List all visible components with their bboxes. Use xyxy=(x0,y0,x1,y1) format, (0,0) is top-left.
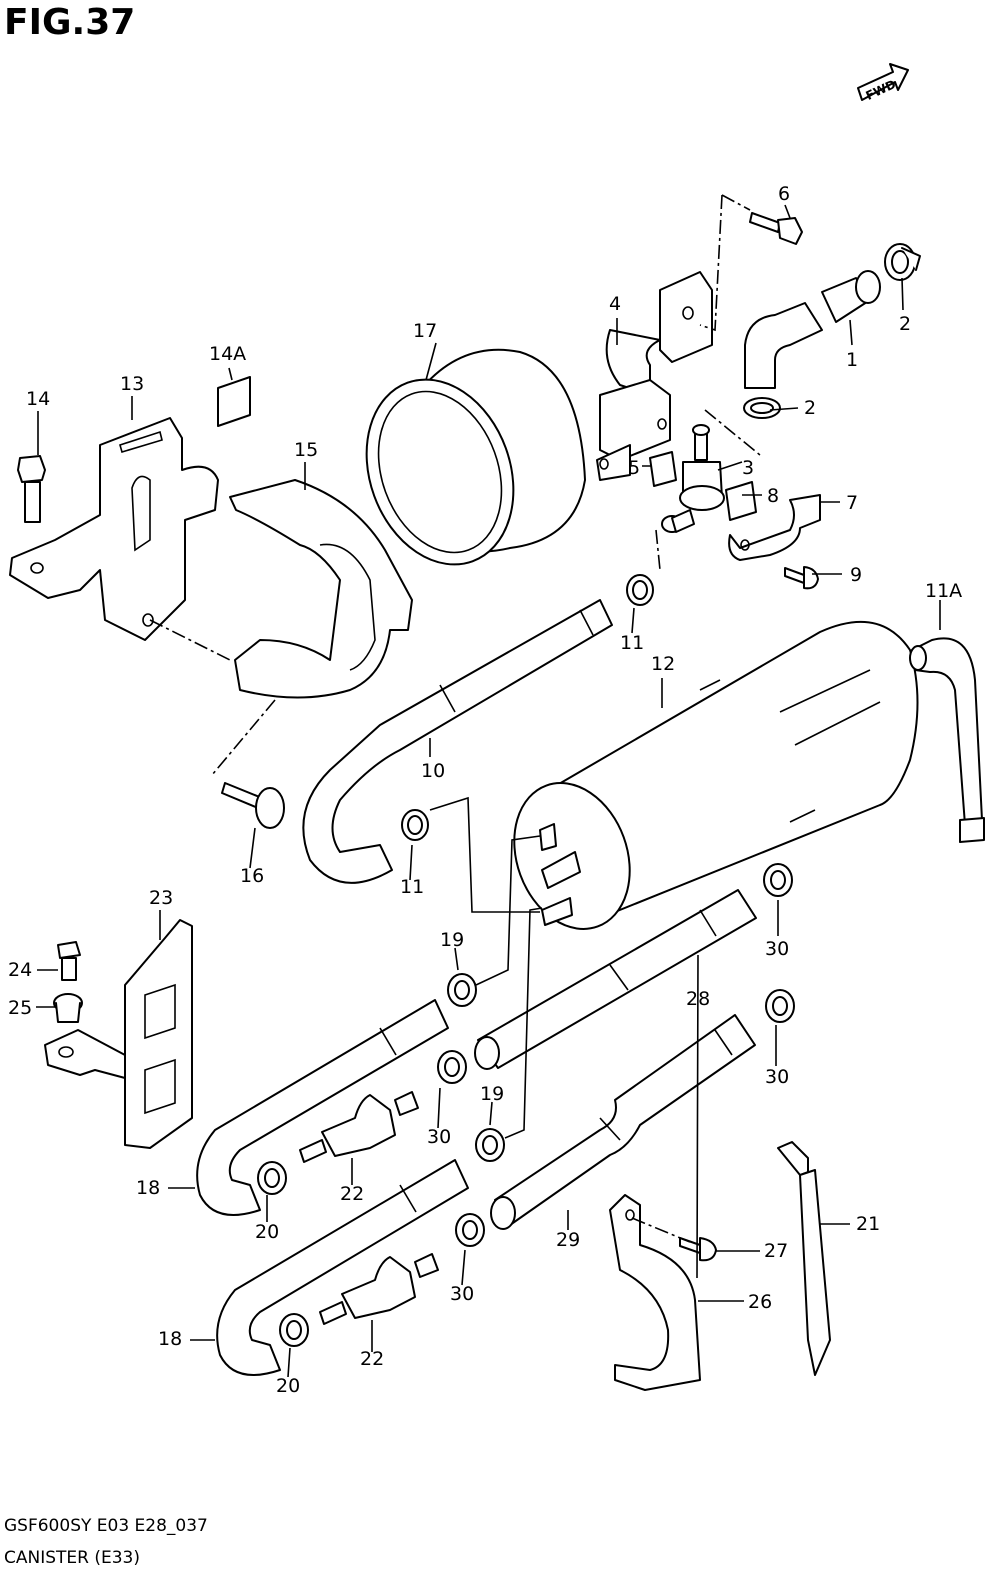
callout-13: 13 xyxy=(120,373,144,395)
callout-16: 16 xyxy=(240,865,264,887)
part-30-clamp xyxy=(763,863,793,897)
part-7-strap xyxy=(728,494,821,561)
callout-30-3: 30 xyxy=(427,1126,451,1148)
callout-25: 25 xyxy=(8,997,32,1019)
callout-14: 14 xyxy=(26,388,50,410)
part-25-washer xyxy=(53,993,83,1023)
callout-4: 4 xyxy=(609,293,621,315)
callout-6: 6 xyxy=(778,183,790,205)
part-14-bolt xyxy=(17,455,46,523)
callout-20: 20 xyxy=(255,1221,279,1243)
part-20-clamp xyxy=(257,1161,287,1195)
part-17-cover xyxy=(365,348,586,566)
part-14a-pad xyxy=(217,376,251,427)
callout-23: 23 xyxy=(149,887,173,909)
part-13-bracket xyxy=(9,417,219,641)
part-2-clamp-lower xyxy=(743,397,781,419)
callout-24: 24 xyxy=(8,959,32,981)
callout-29: 29 xyxy=(556,1229,580,1251)
callout-21: 21 xyxy=(856,1213,880,1235)
callout-1: 1 xyxy=(846,349,858,371)
callout-5: 5 xyxy=(628,457,640,479)
part-8-clip xyxy=(725,481,757,521)
figure-title: FIG.37 xyxy=(4,2,136,43)
part-11a-hose-tip xyxy=(959,817,985,843)
part-6-bolt xyxy=(749,212,803,245)
part-19-clamp-lower xyxy=(475,1128,505,1162)
callout-26: 26 xyxy=(748,1291,772,1313)
part-11a-hose-end xyxy=(909,645,927,671)
part-11-clamp-lower xyxy=(401,809,429,841)
callout-22-lower: 22 xyxy=(360,1348,384,1370)
part-15-holder xyxy=(229,479,413,699)
part-22-filter xyxy=(299,1091,419,1163)
callout-labels: 1 2 2 3 4 5 6 7 8 9 10 11 11 11A 12 13 1… xyxy=(8,183,962,1397)
part-9-screw xyxy=(784,566,819,590)
part-22-filter-lower xyxy=(319,1253,439,1325)
part-3-valve xyxy=(661,424,725,533)
callout-30: 30 xyxy=(765,938,789,960)
callout-7: 7 xyxy=(846,492,858,514)
part-2-clamp xyxy=(884,243,921,281)
part-18-hose-lower xyxy=(216,1159,469,1376)
part-20-clamp-lower xyxy=(279,1313,309,1347)
leader-lines xyxy=(36,204,941,1378)
part-18-hose xyxy=(196,999,449,1216)
part-11-clamp xyxy=(626,574,654,606)
callout-8: 8 xyxy=(767,485,779,507)
callout-19-lower: 19 xyxy=(480,1083,504,1105)
fwd-arrow-icon: FWD xyxy=(857,63,909,103)
callout-11-lower: 11 xyxy=(400,876,424,898)
part-1-hose xyxy=(744,270,881,389)
model-code: GSF600SY E03 E28_037 xyxy=(4,1516,208,1536)
callout-14a: 14A xyxy=(209,343,246,365)
part-30-clamp-2 xyxy=(765,989,795,1023)
part-5-clip xyxy=(649,451,677,487)
part-12-canister xyxy=(513,620,919,930)
section-title: CANISTER (E33) xyxy=(4,1548,140,1568)
callout-11: 11 xyxy=(620,632,644,654)
part-4-bracket xyxy=(596,271,713,481)
part-27-screw xyxy=(679,1237,717,1262)
callout-2: 2 xyxy=(899,313,911,335)
part-24-bolt xyxy=(57,941,81,981)
callout-19: 19 xyxy=(440,929,464,951)
callout-30-4: 30 xyxy=(450,1283,474,1305)
callout-18-lower: 18 xyxy=(158,1328,182,1350)
part-29-hose xyxy=(490,1014,756,1230)
part-19-clamp xyxy=(447,973,477,1007)
part-28-hose xyxy=(474,889,757,1070)
part-30-clamp-4 xyxy=(455,1213,485,1247)
callout-28: 28 xyxy=(686,988,710,1010)
callout-17: 17 xyxy=(413,320,437,342)
part-26-holder xyxy=(609,1194,701,1391)
callout-11a: 11A xyxy=(925,580,962,602)
callout-15: 15 xyxy=(294,439,318,461)
part-30-clamp-3 xyxy=(437,1050,467,1084)
callout-9: 9 xyxy=(850,564,862,586)
callout-20-lower: 20 xyxy=(276,1375,300,1397)
callout-10: 10 xyxy=(421,760,445,782)
callout-2-lower: 2 xyxy=(804,397,816,419)
callout-30-2: 30 xyxy=(765,1066,789,1088)
part-23-bracket xyxy=(44,919,193,1149)
callout-22: 22 xyxy=(340,1183,364,1205)
callout-18: 18 xyxy=(136,1177,160,1199)
part-16-screw xyxy=(221,782,285,829)
callout-12: 12 xyxy=(651,653,675,675)
callout-27: 27 xyxy=(764,1240,788,1262)
part-21-tie xyxy=(777,1141,831,1376)
callout-3: 3 xyxy=(742,457,754,479)
part-10-hose xyxy=(302,599,613,884)
